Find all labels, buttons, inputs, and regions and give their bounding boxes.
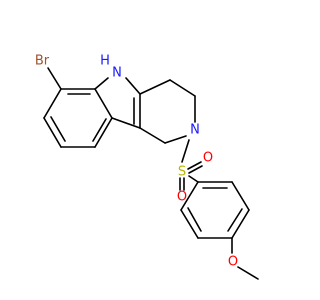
bond (231, 181, 250, 211)
bond (43, 117, 62, 148)
indole-nitrogen-label: N (112, 66, 122, 81)
bond (231, 209, 250, 239)
bonds (43, 67, 259, 280)
bond (50, 116, 66, 142)
bond (180, 181, 199, 211)
sulfonyl-oxygen-label-2: O (177, 190, 187, 205)
bond (43, 88, 62, 119)
hydrogen-label: H (100, 54, 110, 69)
bond (188, 175, 199, 183)
molecule-structure: Br N H N S O O O (35, 54, 259, 280)
bond (164, 135, 187, 144)
bond (180, 209, 199, 239)
bond (237, 266, 259, 280)
bond (187, 207, 202, 232)
bond (169, 79, 196, 97)
bond (187, 161, 202, 170)
bond (94, 88, 113, 119)
bond (111, 117, 141, 129)
bond (139, 79, 171, 95)
bond (188, 165, 203, 174)
bond (139, 127, 166, 144)
amine-nitrogen-label: N (190, 123, 200, 138)
bond (181, 139, 190, 163)
bond (94, 77, 109, 90)
bond (47, 67, 62, 90)
sulfur-label: S (178, 165, 186, 180)
bond (94, 117, 113, 148)
bond (92, 118, 107, 142)
atom-labels: Br N H N S O O O (35, 54, 238, 270)
structure-canvas: Br N H N S O O O (35, 54, 259, 280)
sulfonyl-oxygen-label-1: O (203, 151, 213, 166)
bond (125, 77, 141, 95)
methoxy-oxygen-label: O (228, 255, 238, 270)
bromine-label: Br (35, 54, 50, 69)
bond (227, 208, 243, 232)
